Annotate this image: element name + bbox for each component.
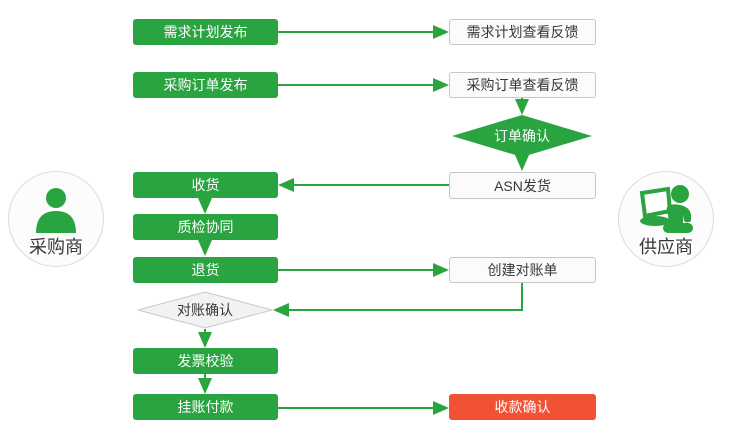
node-payment-confirm: 收款确认 xyxy=(449,394,596,420)
node-book-payment: 挂账付款 xyxy=(133,394,278,420)
node-order-confirm-label: 订单确认 xyxy=(494,128,550,144)
person-laptop-icon xyxy=(639,185,693,233)
node-statement-confirm-label: 对账确认 xyxy=(177,302,233,318)
node-receive-goods: 收货 xyxy=(133,172,278,198)
node-statement-confirm: 对账确认 xyxy=(137,291,273,329)
person-icon xyxy=(36,188,76,233)
node-po-publish: 采购订单发布 xyxy=(133,72,278,98)
node-return-goods: 退货 xyxy=(133,257,278,283)
actor-supplier-label: 供应商 xyxy=(639,237,693,257)
node-invoice-verify: 发票校验 xyxy=(133,348,278,374)
node-demand-plan-feedback: 需求计划查看反馈 xyxy=(449,19,596,45)
node-asn-ship: ASN发货 xyxy=(449,172,596,199)
node-quality-collab: 质检协同 xyxy=(133,214,278,240)
node-order-confirm: 订单确认 xyxy=(452,115,592,157)
actor-buyer-label: 采购商 xyxy=(29,237,83,257)
node-po-feedback: 采购订单查看反馈 xyxy=(449,72,596,98)
diamond-shape xyxy=(452,115,592,157)
node-demand-plan-publish: 需求计划发布 xyxy=(133,19,278,45)
edge-statement-confirm xyxy=(273,283,523,317)
node-create-statement: 创建对账单 xyxy=(449,257,596,283)
actor-supplier: 供应商 xyxy=(618,171,714,267)
diamond-shape xyxy=(137,291,273,329)
actor-buyer: 采购商 xyxy=(8,171,104,267)
